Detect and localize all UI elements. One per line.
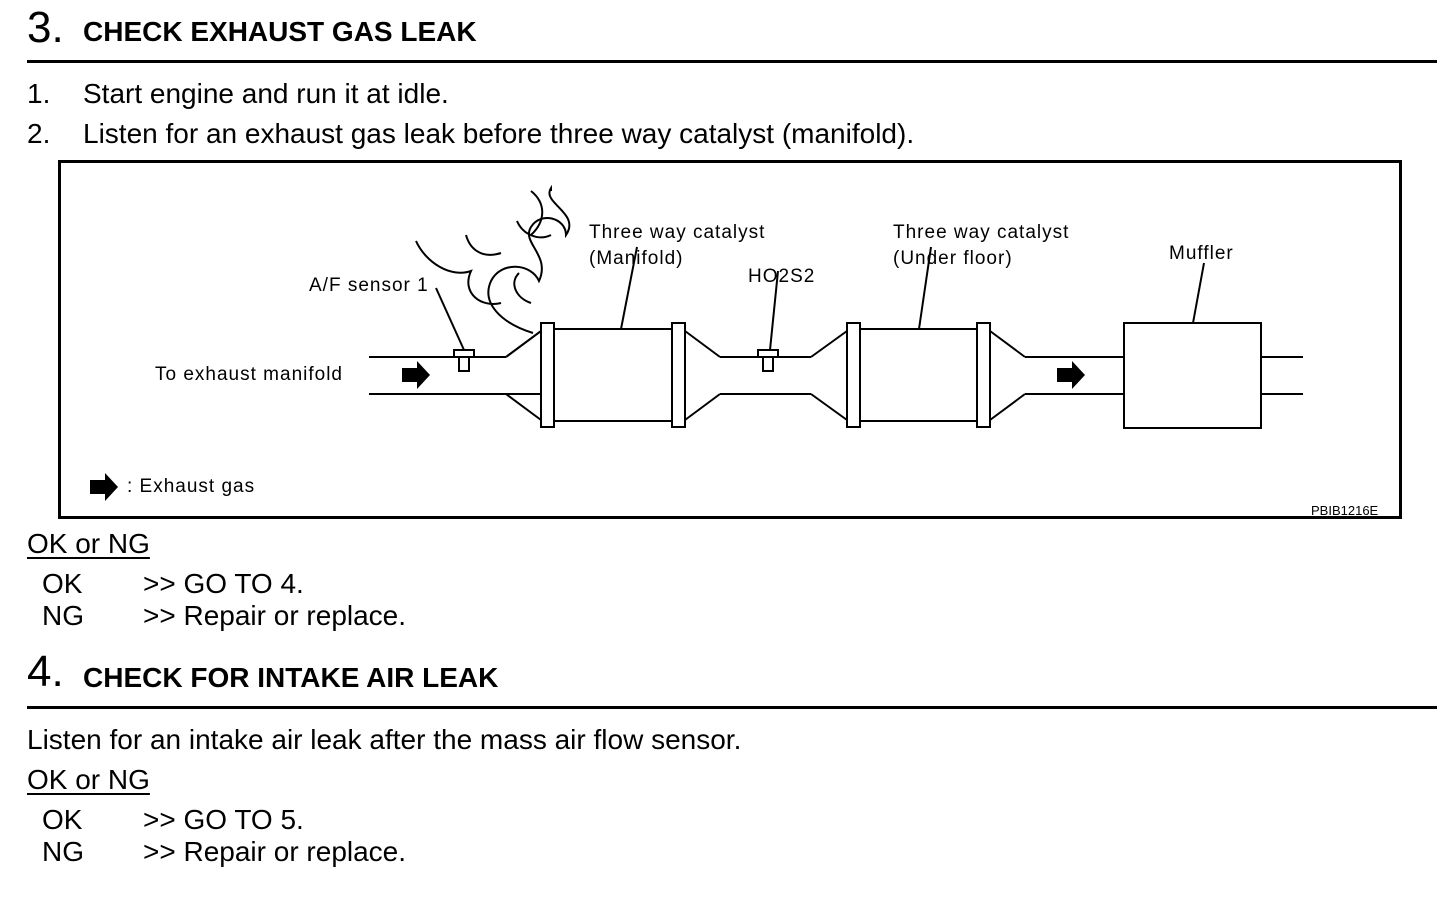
- to-exhaust-manifold-label: To exhaust manifold: [155, 364, 343, 385]
- step-4-result-ok-action: >> GO TO 5.: [143, 804, 304, 835]
- exhaust-system-diagram: A/F sensor 1 To exhaust manifold Three w…: [58, 160, 1402, 519]
- step-4-number: 4.: [27, 647, 64, 696]
- step-3-item-2-number: 2.: [27, 118, 51, 149]
- step-3-item-1-text: Start engine and run it at idle.: [83, 78, 449, 109]
- step-4-result-ng-action: >> Repair or replace.: [143, 836, 407, 867]
- catalyst-1-leader: [620, 246, 638, 330]
- catalyst-2-flange-left: [846, 322, 861, 428]
- ho2s2-leader: [769, 270, 779, 351]
- step-3-result-heading: OK or NG: [27, 528, 150, 559]
- catalyst-underfloor-label-line2: (Under floor): [893, 248, 1013, 269]
- legend-arrow-icon: [90, 473, 118, 501]
- exhaust-flow-arrow-1: [402, 361, 430, 389]
- legend-text: : Exhaust gas: [127, 476, 256, 497]
- step-3-item-1-number: 1.: [27, 78, 51, 109]
- step-3-divider: [27, 60, 1437, 63]
- muffler-body: [1123, 322, 1262, 429]
- af-sensor-tip: [458, 356, 470, 372]
- step-3-number: 3.: [27, 3, 64, 52]
- catalyst-manifold-label-line2: (Manifold): [589, 248, 684, 269]
- muffler-leader: [1192, 262, 1205, 324]
- step-4-result-ok-code: OK: [42, 804, 83, 835]
- step-3-title: CHECK EXHAUST GAS LEAK: [83, 16, 477, 47]
- af-sensor-label: A/F sensor 1: [309, 275, 429, 296]
- step-3-result-ng-action: >> Repair or replace.: [143, 600, 407, 631]
- step-4-result-heading: OK or NG: [27, 764, 150, 795]
- exhaust-system-drawing: [90, 184, 1303, 501]
- step-4-text: Listen for an intake air leak after the …: [27, 724, 742, 755]
- exhaust-flow-arrow-2: [1057, 361, 1085, 389]
- catalyst-2-body: [859, 328, 978, 422]
- step-3-result-ok-action: >> GO TO 4.: [143, 568, 304, 599]
- step-4-divider: [27, 706, 1437, 709]
- catalyst-2-leader: [918, 246, 932, 330]
- catalyst-2-flange-right: [976, 322, 991, 428]
- step-3-result-ng-code: NG: [42, 600, 84, 631]
- figure-code: PBIB1216E: [1311, 503, 1379, 518]
- catalyst-manifold-label-line1: Three way catalyst: [589, 222, 766, 243]
- step-4-title: CHECK FOR INTAKE AIR LEAK: [83, 662, 499, 693]
- step-3-result-ok-code: OK: [42, 568, 83, 599]
- catalyst-1-flange-right: [671, 322, 686, 428]
- catalyst-underfloor-label-line1: Three way catalyst: [893, 222, 1070, 243]
- ho2s2-body: [757, 349, 779, 358]
- af-sensor-leader: [435, 287, 465, 351]
- af-sensor-body: [453, 349, 475, 358]
- muffler-label: Muffler: [1169, 243, 1234, 264]
- ho2s2-tip: [762, 356, 774, 372]
- catalyst-1-body: [553, 328, 673, 422]
- step-4-result-ng-code: NG: [42, 836, 84, 867]
- ho2s2-label: HO2S2: [748, 266, 816, 287]
- exhaust-leak-smoke: [487, 184, 571, 334]
- catalyst-1-flange-left: [540, 322, 555, 428]
- step-3-item-2-text: Listen for an exhaust gas leak before th…: [83, 118, 915, 149]
